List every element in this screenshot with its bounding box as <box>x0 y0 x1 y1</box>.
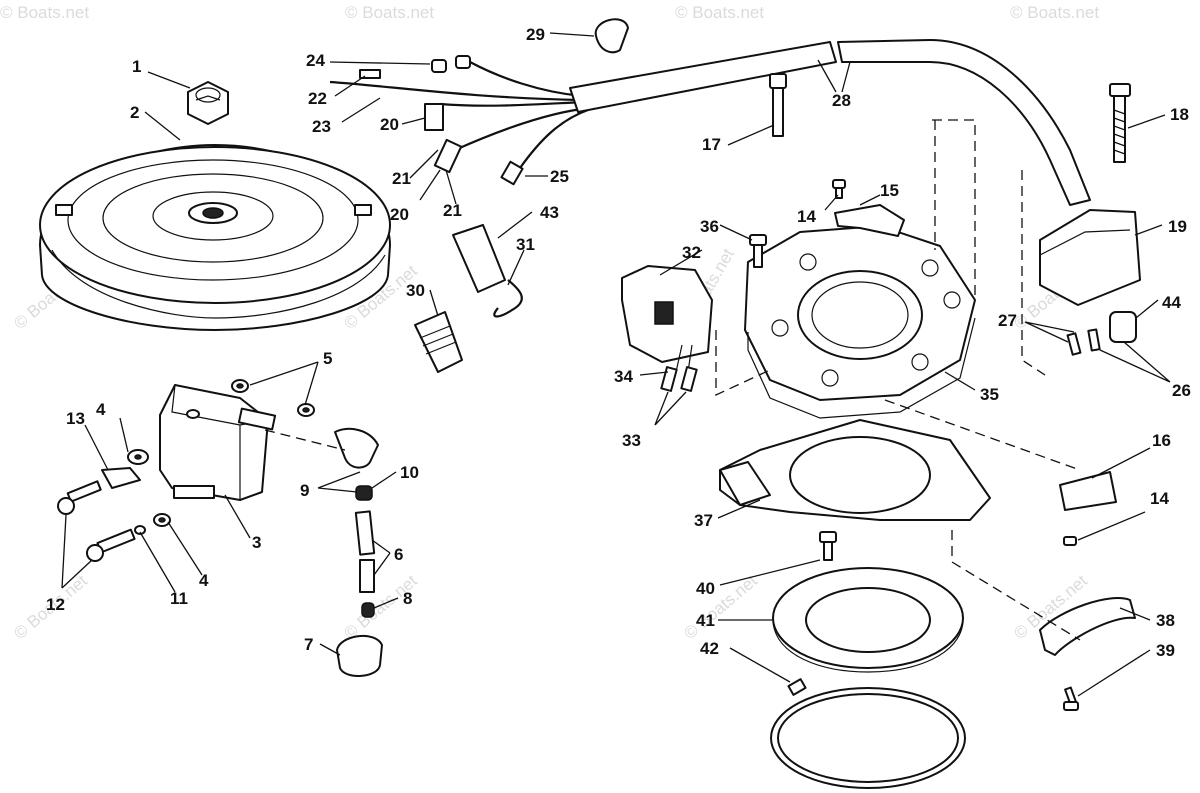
watermark: © Boats.net <box>680 571 761 643</box>
terminal <box>1087 328 1101 352</box>
callout-35: 35 <box>980 385 999 404</box>
callout-31: 31 <box>516 235 535 254</box>
callout-34: 34 <box>614 367 633 386</box>
boot-tube <box>359 559 375 593</box>
spark-plug-boot <box>336 634 383 677</box>
washer-hole <box>236 383 244 389</box>
callout-11: 11 <box>170 589 188 608</box>
small-screw <box>832 179 846 199</box>
washer-hole <box>158 517 166 523</box>
coil-screw <box>86 528 136 562</box>
lock-washer <box>134 525 146 535</box>
callout-5: 5 <box>323 349 332 368</box>
retainer-screw <box>1063 686 1079 711</box>
callout-10: 10 <box>400 463 419 482</box>
callout-2: 2 <box>130 103 139 122</box>
callout-41: 41 <box>696 611 715 630</box>
plate-screw <box>819 531 837 561</box>
callout-38: 38 <box>1156 611 1175 630</box>
terminal <box>680 366 698 392</box>
callout-37: 37 <box>694 511 713 530</box>
callout-15: 15 <box>880 181 899 200</box>
terminal <box>1066 332 1082 356</box>
stator-screw <box>749 234 767 268</box>
terminal <box>660 366 678 392</box>
callout-36: 36 <box>700 217 719 236</box>
watermark: © Boats.net <box>675 3 764 22</box>
callout-27: 27 <box>998 311 1017 330</box>
callout-30: 30 <box>406 281 425 300</box>
watermark: © Boats.net <box>345 3 434 22</box>
boot-tube <box>354 510 376 556</box>
callout-44: 44 <box>1162 293 1181 312</box>
coil-screw <box>57 480 102 515</box>
wire-clamp <box>101 467 141 489</box>
harness-clamp <box>594 18 629 54</box>
retainer-strap <box>834 204 905 237</box>
callout-17: 17 <box>702 135 721 154</box>
flywheel <box>39 144 391 331</box>
retaining-ring <box>770 678 966 789</box>
retainer-segment <box>1039 597 1136 656</box>
callout-18: 18 <box>1170 105 1189 124</box>
long-screw <box>769 73 787 137</box>
callout-19: 19 <box>1168 217 1187 236</box>
callout-3: 3 <box>252 533 261 552</box>
callout-22: 22 <box>308 89 327 108</box>
ignition-coil <box>159 384 277 501</box>
callout-8: 8 <box>403 589 412 608</box>
connector-sleeve <box>1109 311 1137 343</box>
callout-42: 42 <box>700 639 719 658</box>
stator-plate <box>744 225 976 419</box>
protector-ridges <box>419 325 457 355</box>
washer-hole <box>302 407 310 413</box>
callout-40: 40 <box>696 579 715 598</box>
callout-32: 32 <box>682 243 701 262</box>
callout-21b: 21 <box>443 201 462 220</box>
callout-14: 14 <box>797 207 816 226</box>
terminal-spring <box>355 485 373 501</box>
watermark: © Boats.net <box>0 3 89 22</box>
callout-6: 6 <box>394 545 403 564</box>
washer-hole <box>134 454 142 460</box>
callout-labels: 1 2 3 4 4 5 6 7 8 9 10 11 12 13 14 14 15… <box>46 25 1191 660</box>
callout-4b: 4 <box>199 571 209 590</box>
charge-coil-screw <box>1109 83 1131 163</box>
callout-26: 26 <box>1172 381 1191 400</box>
callout-29: 29 <box>526 25 545 44</box>
watermark: © Boats.net <box>1010 3 1099 22</box>
friction-segment <box>1059 471 1117 511</box>
charge-coil <box>1039 209 1141 306</box>
alignment-lines <box>264 119 1081 641</box>
terminal-protector <box>414 311 463 373</box>
callout-23: 23 <box>312 117 331 136</box>
callout-9: 9 <box>300 481 309 500</box>
wiring-harness <box>329 39 1091 206</box>
callout-43: 43 <box>540 203 559 222</box>
callout-25: 25 <box>550 167 569 186</box>
callout-39: 39 <box>1156 641 1175 660</box>
callout-14b: 14 <box>1150 489 1169 508</box>
callout-20: 20 <box>380 115 399 134</box>
callout-7: 7 <box>304 635 313 654</box>
terminal-sleeve <box>452 224 506 293</box>
terminal-spring <box>361 602 375 618</box>
retainer-plate <box>772 567 964 673</box>
flywheel-nut <box>187 81 229 125</box>
callout-21: 21 <box>392 169 411 188</box>
callout-33: 33 <box>622 431 641 450</box>
callout-24: 24 <box>306 51 325 70</box>
callout-1: 1 <box>132 57 141 76</box>
callout-12: 12 <box>46 595 65 614</box>
spark-plug-boot <box>334 427 379 469</box>
callout-4: 4 <box>96 400 106 419</box>
leader-lines <box>61 32 1171 697</box>
ground-wire <box>493 279 523 318</box>
callout-20b: 20 <box>390 205 409 224</box>
small-screw <box>1063 536 1077 546</box>
callout-13: 13 <box>66 409 85 428</box>
callout-16: 16 <box>1152 431 1171 450</box>
callout-28: 28 <box>832 91 851 110</box>
